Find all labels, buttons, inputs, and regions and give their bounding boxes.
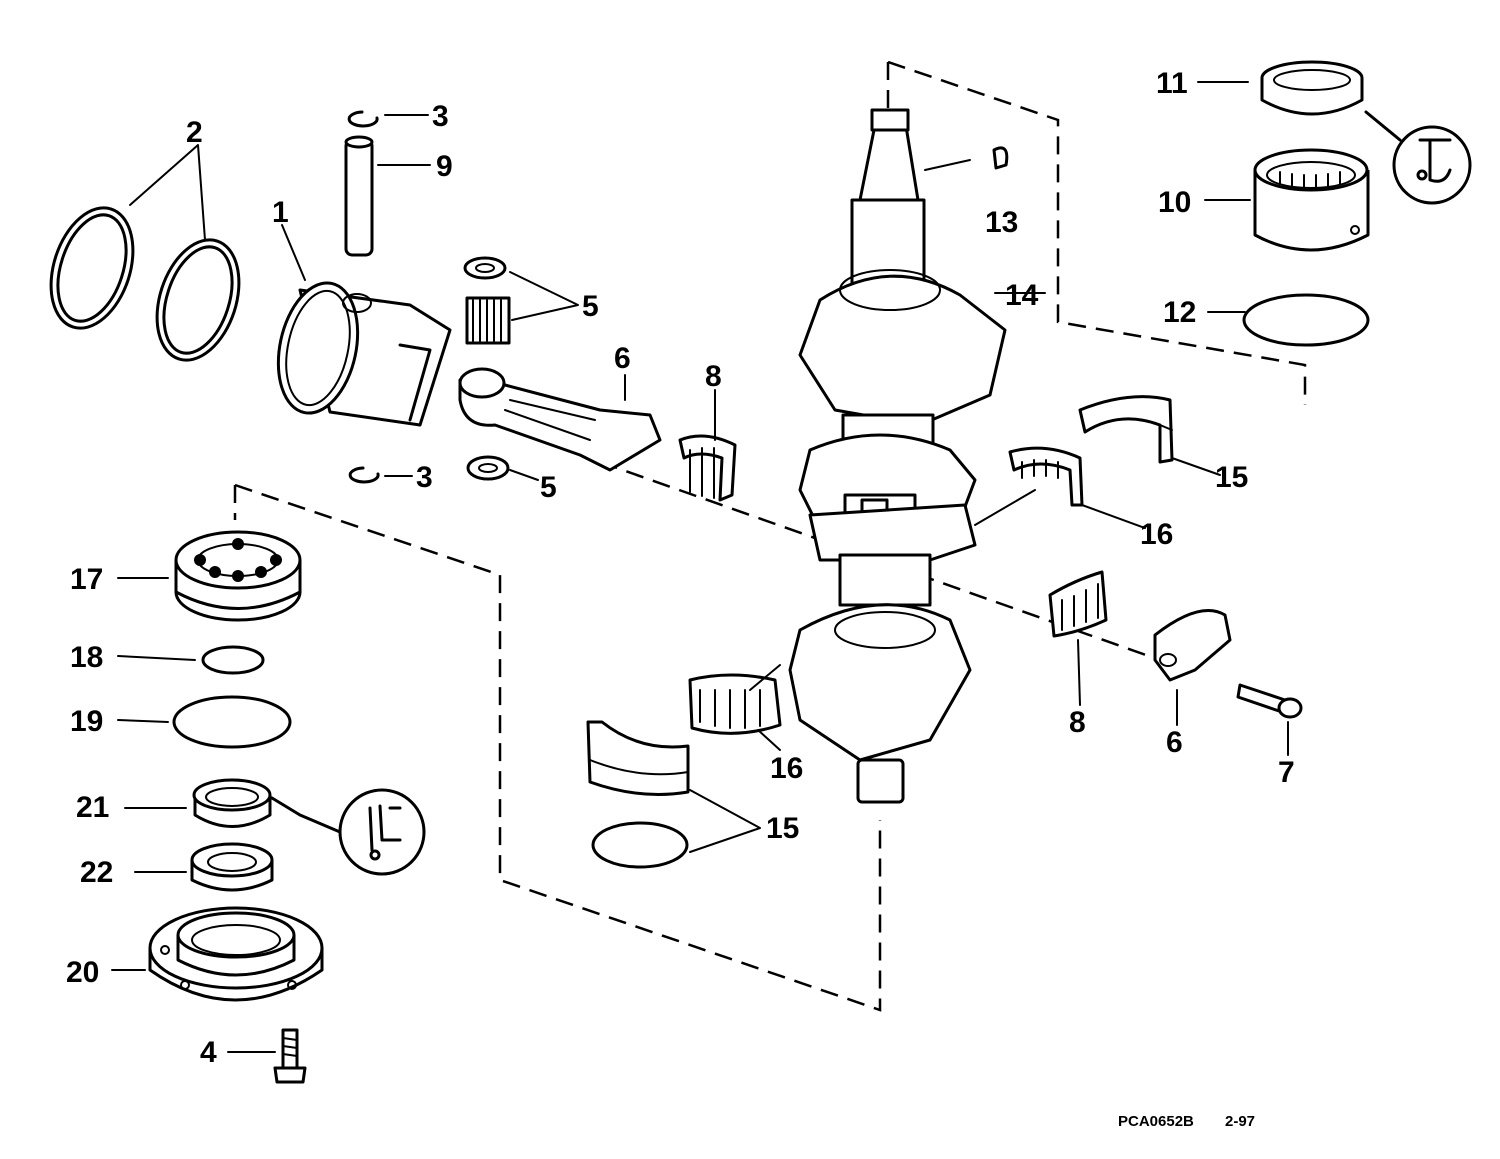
lower-main-bearing-cage (688, 673, 782, 735)
callout-13: 13 (985, 206, 1018, 239)
callout-9: 9 (436, 150, 453, 183)
rod-needle-bearing-lower (1048, 570, 1108, 638)
leader-lines (111, 81, 1289, 1053)
callout-10: 10 (1158, 186, 1191, 219)
callout-17: 17 (70, 563, 103, 596)
o-ring-upper (1242, 293, 1370, 347)
callout-19: 19 (70, 705, 103, 738)
callout-3-upper: 3 (432, 100, 449, 133)
center-main-bearing-cage (1008, 446, 1084, 507)
crankshaft-group-outline (886, 60, 1307, 405)
callout-2: 2 (186, 116, 203, 149)
pin-clip-lower (348, 466, 380, 484)
callout-15-upper: 15 (1215, 461, 1248, 494)
callout-4: 4 (200, 1036, 217, 1069)
center-main-bearing-upper (1078, 395, 1174, 464)
rod-cap (1153, 609, 1232, 682)
callout-6-upper: 6 (614, 342, 631, 375)
housing-screw (273, 1028, 307, 1084)
callout-11: 11 (1156, 67, 1188, 100)
callout-6-lower: 6 (1166, 726, 1183, 759)
callout-8-upper: 8 (705, 360, 722, 393)
seal-detail-upper (1364, 110, 1472, 205)
callout-1: 1 (272, 196, 289, 229)
seal-retainer (190, 842, 274, 892)
o-ring-lower (172, 695, 292, 749)
callout-labels: 2 1 3 9 5 6 8 3 5 11 10 12 13 14 15 16 8… (66, 67, 1295, 1069)
needle-bearing-housing (1253, 148, 1370, 252)
callout-21: 21 (76, 791, 109, 824)
lower-retaining-ring (591, 821, 689, 869)
lower-seal (192, 778, 272, 828)
callout-5-lower: 5 (540, 471, 557, 504)
woodruff-key (992, 146, 1009, 170)
rod-needle-bearing-upper (678, 434, 737, 502)
lower-bearing-housing (148, 906, 324, 1002)
callout-20: 20 (66, 956, 99, 989)
seal-ring (1260, 60, 1364, 116)
callout-12: 12 (1163, 296, 1196, 329)
rod-bolt (1236, 683, 1303, 719)
piston-rings (49, 206, 241, 362)
snap-ring (201, 645, 265, 675)
callout-22: 22 (80, 856, 113, 889)
callout-16-upper: 16 (1140, 518, 1173, 551)
callout-16-lower: 16 (770, 752, 803, 785)
pin-clip-upper (347, 110, 379, 128)
drawing-code: PCA0652B (1118, 1113, 1194, 1130)
callout-7: 7 (1278, 756, 1295, 789)
crankshaft (788, 108, 1007, 804)
callout-18: 18 (70, 641, 103, 674)
drawing-date: 2-97 (1225, 1113, 1255, 1130)
connecting-rod (458, 367, 662, 472)
callout-3-lower: 3 (416, 461, 433, 494)
lower-seal-group-outline (233, 483, 882, 1012)
wrist-pin (344, 135, 374, 257)
callout-5-upper: 5 (582, 290, 599, 323)
ball-bearing (174, 530, 302, 622)
callout-14: 14 (1005, 279, 1039, 312)
lower-main-bearing-sleeve (586, 720, 690, 796)
piston (276, 281, 452, 427)
seal-detail-lower (270, 788, 426, 876)
small-end-bearing (463, 256, 511, 481)
callout-15-lower: 15 (766, 812, 799, 845)
callout-8-lower: 8 (1069, 706, 1086, 739)
